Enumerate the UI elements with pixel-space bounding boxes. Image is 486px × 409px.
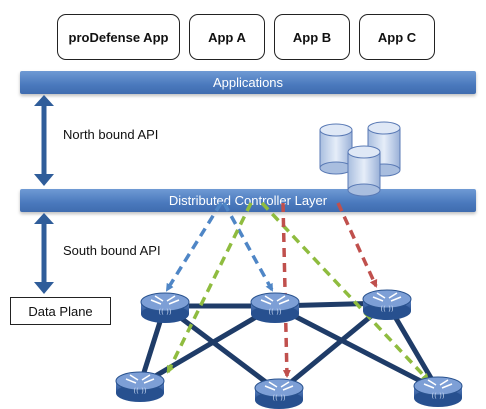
router-icon-5: (( )) bbox=[254, 378, 304, 409]
control-arrow-blue-2 bbox=[222, 202, 274, 292]
control-arrow-red-2 bbox=[336, 202, 378, 288]
app-box-c[interactable]: App C bbox=[359, 14, 435, 60]
control-arrows bbox=[165, 201, 430, 382]
svg-text:(( )): (( )) bbox=[268, 308, 281, 316]
router-icon-3: (( )) bbox=[362, 289, 412, 320]
database-icon bbox=[319, 121, 401, 197]
svg-text:(( )): (( )) bbox=[431, 392, 444, 400]
router-icon-6: (( )) bbox=[413, 376, 463, 407]
router-icon-2: (( )) bbox=[250, 292, 300, 323]
app-box-b[interactable]: App B bbox=[274, 14, 350, 60]
south-bound-api-label: South bound API bbox=[63, 243, 161, 258]
data-plane-box: Data Plane bbox=[10, 297, 111, 325]
svg-text:(( )): (( )) bbox=[133, 387, 146, 395]
router-icon-4: (( )) bbox=[115, 371, 165, 402]
svg-text:(( )): (( )) bbox=[380, 305, 393, 313]
applications-layer-bar: Applications bbox=[20, 71, 476, 94]
app-box-a[interactable]: App A bbox=[189, 14, 265, 60]
svg-text:(( )): (( )) bbox=[158, 308, 171, 316]
router-icon-1: (( )) bbox=[140, 292, 190, 323]
control-arrow-blue-1 bbox=[165, 202, 223, 292]
app-box-prodefense[interactable]: proDefense App bbox=[57, 14, 180, 60]
control-arrow-green-2 bbox=[260, 201, 430, 382]
svg-text:(( )): (( )) bbox=[272, 394, 285, 402]
south-bound-api-arrow bbox=[34, 213, 54, 294]
control-arrow-green-1 bbox=[166, 202, 253, 374]
north-bound-api-label: North bound API bbox=[63, 127, 159, 142]
north-bound-api-arrow bbox=[34, 95, 54, 186]
